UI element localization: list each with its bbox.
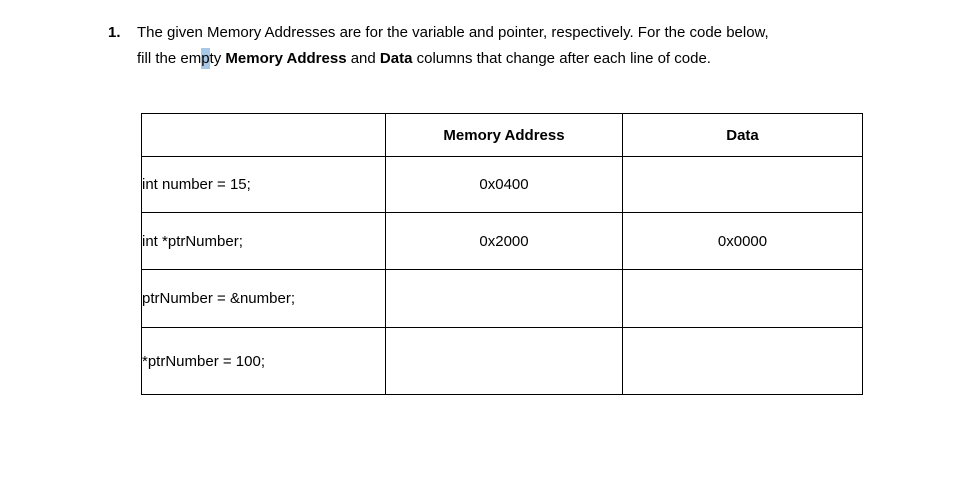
table-header-memory-address: Memory Address [385, 113, 623, 157]
data-cell-empty[interactable] [622, 269, 863, 328]
question-number: 1. [108, 24, 121, 41]
question-line-2-bold-data: Data [379, 50, 413, 67]
table-row: *ptrNumber = 100; [141, 327, 863, 395]
question-line-1: The given Memory Addresses are for the v… [137, 24, 769, 41]
question-line-2-pre: fill the em [137, 50, 202, 67]
data-cell-empty[interactable] [622, 327, 863, 395]
table-header-row: Memory Address Data [141, 113, 863, 157]
code-cell: int *ptrNumber; [141, 212, 386, 270]
question-line-2: fill the empty Memory Address and Data c… [137, 46, 769, 72]
code-cell: int number = 15; [141, 156, 386, 213]
memory-address-cell-empty[interactable] [385, 269, 623, 328]
table-row: int *ptrNumber; 0x2000 0x0000 [141, 212, 863, 270]
question-text: The given Memory Addresses are for the v… [137, 20, 769, 72]
table-header-empty [141, 113, 386, 157]
question-line-2-mid: and [346, 50, 380, 67]
data-cell: 0x0000 [622, 212, 863, 270]
question-line-2-bold-memory-address: Memory Address [225, 50, 347, 67]
memory-address-cell: 0x0400 [385, 156, 623, 213]
memory-address-cell-empty[interactable] [385, 327, 623, 395]
table-row: ptrNumber = &number; [141, 269, 863, 328]
table-header-data: Data [622, 113, 863, 157]
memory-address-cell: 0x2000 [385, 212, 623, 270]
question-block: 1. The given Memory Addresses are for th… [108, 20, 769, 72]
table-row: int number = 15; 0x0400 [141, 156, 863, 213]
memory-table: Memory Address Data int number = 15; 0x0… [141, 113, 863, 395]
question-line-2-after-highlight: ty [209, 50, 226, 67]
question-line-2-end: columns that change after each line of c… [412, 50, 711, 67]
selection-highlight: p [201, 48, 210, 69]
code-cell: *ptrNumber = 100; [141, 327, 386, 395]
code-cell: ptrNumber = &number; [141, 269, 386, 328]
data-cell-empty[interactable] [622, 156, 863, 213]
